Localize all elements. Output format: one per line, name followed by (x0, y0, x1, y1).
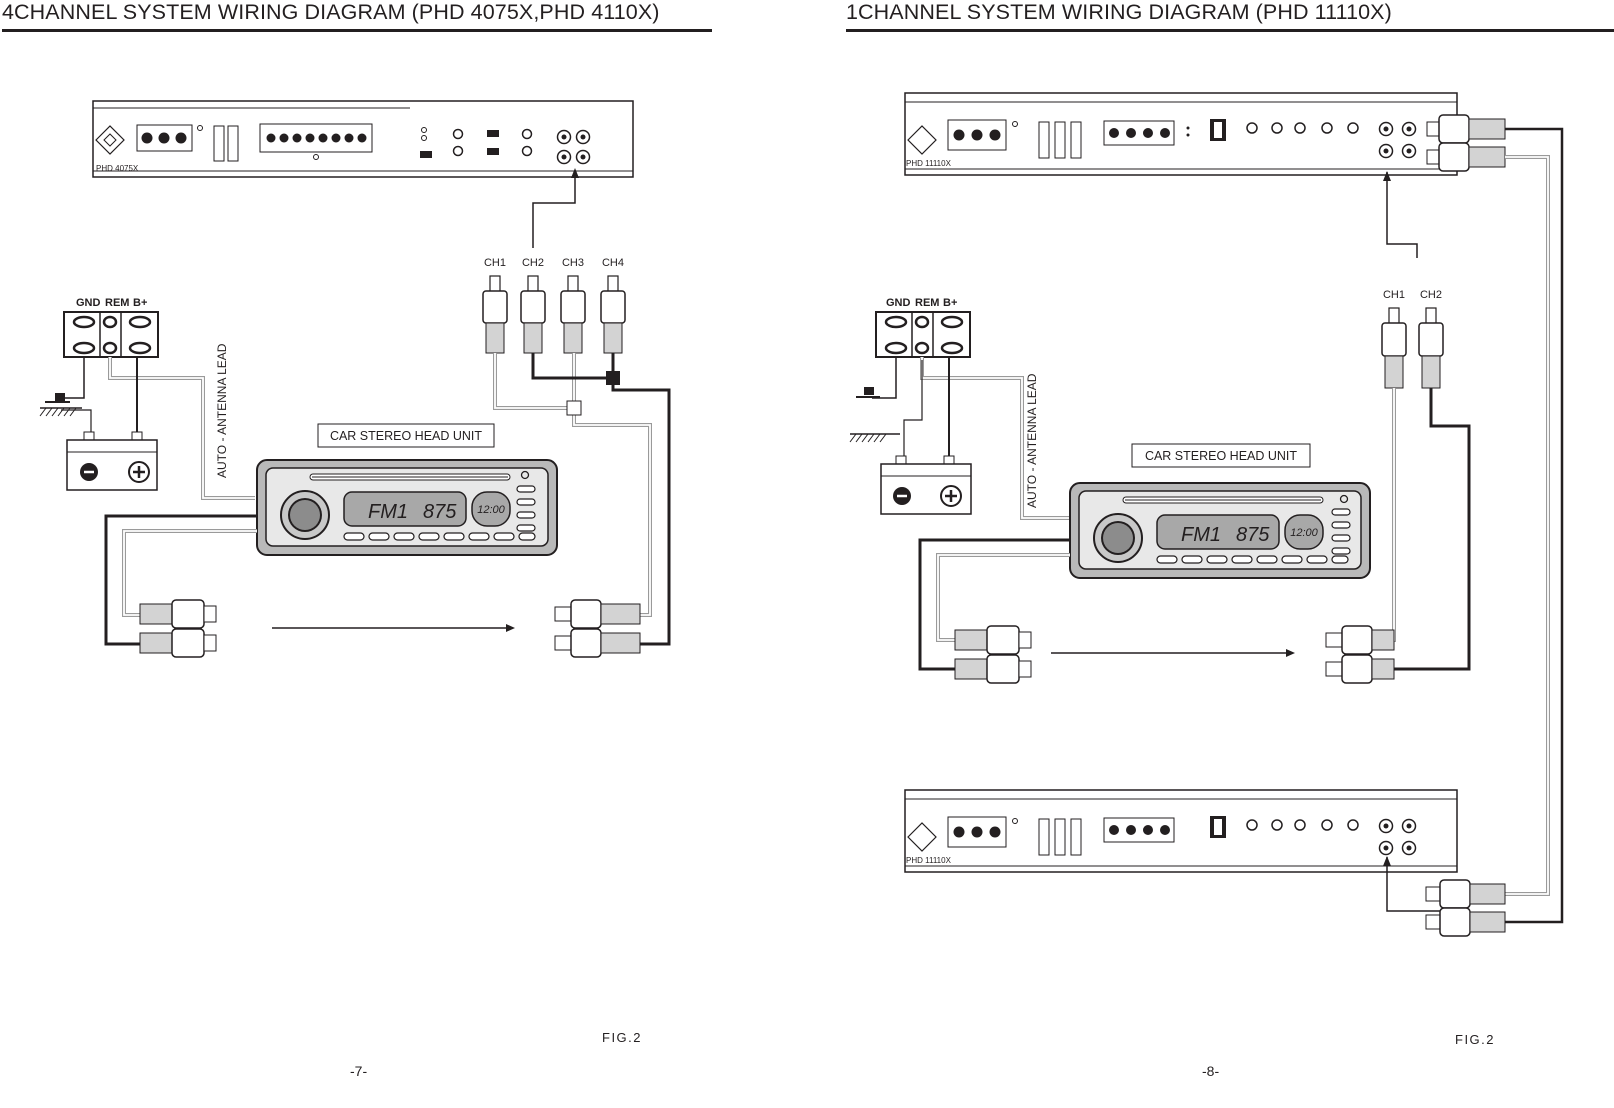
amplifier-model-label: PHD 4075X (96, 164, 139, 173)
ground-symbol-icon (39, 393, 82, 417)
one-channel-wiring-diagram: PHD 11110X (849, 92, 1564, 937)
title-underline (846, 29, 1614, 32)
fuse-icon (213, 125, 239, 162)
input-pointer-line (1386, 172, 1418, 258)
battery-icon (880, 455, 972, 515)
power-wires (60, 357, 255, 500)
antenna-lead-label: AUTO - ANTENNA LEAD (1025, 373, 1039, 508)
side-preset-buttons (516, 485, 536, 532)
page-number: -7- (350, 1063, 368, 1079)
power-terminal-block: GND REM B+ (875, 297, 971, 358)
lower-amp-rca-plug-top (1425, 879, 1506, 909)
amplifier-4ch: PHD 4075X (92, 100, 634, 178)
display-clock: 12:00 (1290, 527, 1318, 539)
head-unit-rca-plug-upper (139, 599, 217, 629)
rca-plug-ch2 (1418, 307, 1444, 389)
page-number: -8- (1202, 1063, 1220, 1079)
amp-side-rca-plug-upper (1325, 625, 1395, 655)
power-terminal-screws (141, 132, 187, 144)
head-unit-output-cables (104, 514, 257, 646)
display-clock: 12:00 (477, 504, 505, 516)
display-band: FM1 (368, 501, 408, 523)
head-unit-label: CAR STEREO HEAD UNIT (1145, 449, 1297, 463)
power-terminal-block: GND REM B+ (63, 297, 159, 358)
gnd-label: GND (76, 297, 101, 309)
amp-side-rca-plug-lower (554, 628, 641, 658)
arrow-up-icon (1383, 171, 1391, 181)
four-channel-wiring-diagram: PHD 4075X (39, 100, 671, 658)
bplus-label: B+ (133, 297, 147, 309)
arrow-right-icon (1286, 649, 1295, 657)
rca-jacks (1378, 121, 1417, 159)
page-7: 4CHANNEL SYSTEM WIRING DIAGRAM (PHD 4075… (0, 0, 760, 1108)
rca-plug-ch1 (482, 275, 508, 354)
page-8: 1CHANNEL SYSTEM WIRING DIAGRAM (PHD 1111… (800, 0, 1614, 1108)
rca-plug-ch4 (600, 275, 626, 354)
battery-icon (66, 431, 158, 491)
title-underline (2, 29, 712, 32)
input-pointer-line (532, 170, 576, 248)
side-preset-buttons (1331, 508, 1351, 555)
amplifier-1ch-upper: PHD 11110X (904, 92, 1458, 176)
page-title: 1CHANNEL SYSTEM WIRING DIAGRAM (PHD 1111… (846, 0, 1392, 24)
control-knobs (1246, 122, 1359, 134)
amplifier-1ch-lower: PHD 11110X (904, 789, 1458, 873)
figure-label: FIG.2 (602, 1030, 643, 1045)
rca-plug-ch2 (520, 275, 546, 354)
control-knobs (1246, 819, 1359, 831)
gnd-label: GND (886, 297, 911, 309)
channel-label-ch1: CH1 (1383, 289, 1405, 301)
display-band: FM1 (1181, 524, 1221, 546)
channel-label-ch2: CH2 (522, 257, 544, 269)
upper-amp-rca-plug-top (1426, 114, 1506, 144)
arrow-right-icon (506, 624, 515, 632)
rca-plug-ch3 (560, 275, 586, 354)
display-frequency: 875 (1236, 524, 1270, 546)
channel-label-ch1: CH1 (484, 257, 506, 269)
speaker-output-screws (266, 133, 367, 143)
figure-label: FIG.2 (1455, 1032, 1496, 1047)
upper-amp-rca-plug-bottom (1426, 142, 1506, 172)
rem-label: REM (915, 297, 939, 309)
fuse-icon (1038, 818, 1082, 856)
amp-side-rca-plug-upper (554, 599, 641, 629)
phd-logo-icon (95, 125, 125, 155)
lower-amp-rca-plug-bottom (1425, 907, 1506, 937)
amp-link-cables (1505, 127, 1564, 924)
rem-label: REM (105, 297, 129, 309)
head-unit-output-cables (918, 538, 1070, 671)
channel-label-ch3: CH3 (562, 257, 584, 269)
car-stereo-head-unit: FM1 875 12:00 (1069, 482, 1371, 579)
phd-logo-icon (907, 822, 937, 852)
amplifier-model-label: PHD 11110X (906, 856, 952, 865)
rca-jacks (1378, 818, 1417, 856)
antenna-lead-label: AUTO - ANTENNA LEAD (215, 343, 229, 478)
rca-cables (1358, 388, 1471, 671)
head-unit-rca-plug-lower (954, 654, 1032, 684)
bottom-preset-buttons (343, 532, 536, 541)
head-unit-rca-plug-lower (139, 628, 217, 658)
rca-plug-ch1 (1381, 307, 1407, 389)
ground-symbol-icon (849, 387, 900, 443)
head-unit-rca-plug-upper (954, 625, 1032, 655)
phd-logo-icon (907, 125, 937, 155)
amp-side-rca-plug-lower (1325, 654, 1395, 684)
power-wires (872, 357, 1070, 520)
bottom-preset-buttons (1156, 555, 1349, 564)
rca-cables (493, 353, 671, 646)
arrow-up-icon (571, 168, 579, 178)
amplifier-model-label: PHD 11110X (906, 159, 952, 168)
bplus-label: B+ (943, 297, 957, 309)
car-stereo-head-unit: FM1 875 12:00 (256, 459, 558, 556)
arrow-up-icon (1383, 856, 1391, 866)
display-frequency: 875 (423, 501, 457, 523)
control-knobs (420, 127, 533, 158)
head-unit-label: CAR STEREO HEAD UNIT (330, 429, 482, 443)
channel-label-ch4: CH4 (602, 257, 624, 269)
lower-input-pointer-line (1386, 857, 1441, 912)
channel-label-ch2: CH2 (1420, 289, 1442, 301)
fuse-icon (1038, 121, 1082, 159)
rca-input-jacks (556, 129, 591, 165)
page-title: 4CHANNEL SYSTEM WIRING DIAGRAM (PHD 4075… (2, 0, 660, 24)
